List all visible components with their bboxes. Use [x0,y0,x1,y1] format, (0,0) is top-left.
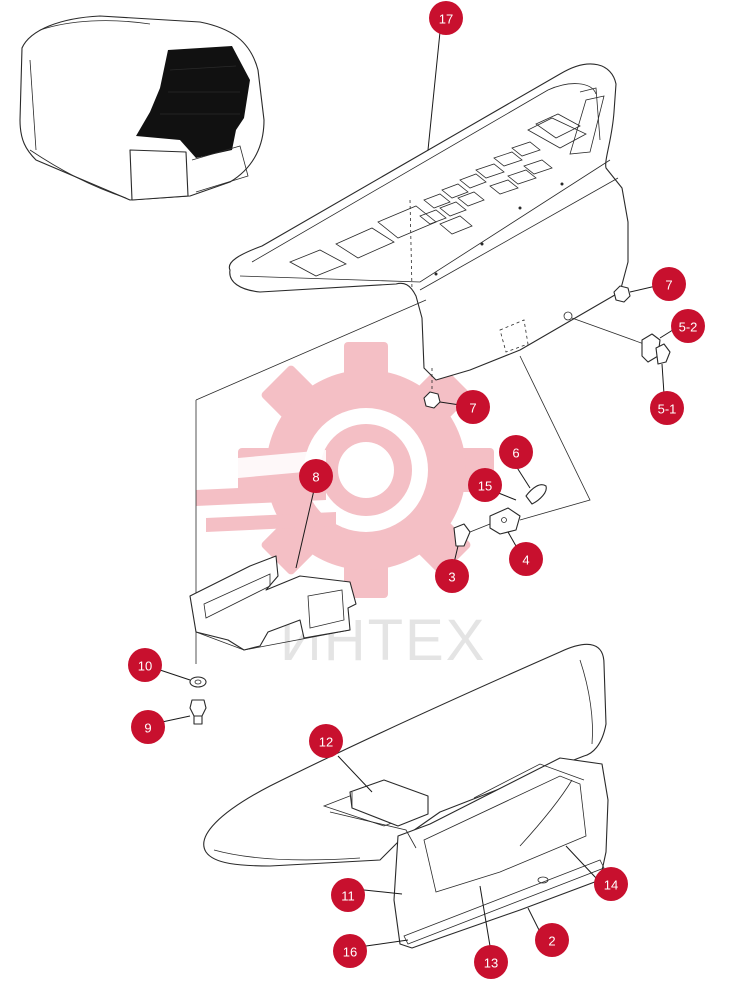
part-17-console-cover [228,63,629,381]
callout-3: 3 [435,559,469,593]
callout-label: 10 [138,659,152,674]
callout-label: 11 [341,889,355,904]
part-7-nut-left [423,368,461,409]
callout-circle [535,923,569,957]
callout-circle [474,945,508,979]
callout-label: 3 [448,570,455,585]
callout-14: 14 [594,867,628,901]
callout-label: 8 [312,470,319,485]
callout-circle [594,867,628,901]
callout-circle [650,391,684,425]
callout-12: 12 [309,724,343,758]
part-6-15-4-3-fasteners [453,355,591,564]
callout-label: 9 [144,721,151,736]
callout-7: 7 [456,390,490,424]
lower-cover-assembly [203,643,609,949]
callout-circle [435,559,469,593]
callout-label: 7 [665,278,672,293]
callout-7: 7 [652,267,686,301]
callout-badges: 17 7 5-2 5-1 7 6 15 8 4 3 10 9 12 14 11 2 16 13 [128,1,705,979]
callout-5-1: 5-1 [650,391,684,425]
callout-6: 6 [499,435,533,469]
leader-17 [427,31,441,151]
callout-label: 13 [484,956,498,971]
part-5-switch-assembly [571,317,677,395]
callout-4: 4 [509,542,543,576]
callout-circle [652,267,686,301]
callout-label: 6 [512,446,519,461]
callout-circle [131,710,165,744]
callout-circle [128,648,162,682]
part-7-nut-right [613,285,657,303]
callout-label: 5-2 [679,320,698,335]
callout-circle [509,542,543,576]
console-slots [289,113,587,277]
callout-2: 2 [535,923,569,957]
callout-label: 14 [604,878,618,893]
callout-9: 9 [131,710,165,744]
callout-label: 5-1 [658,402,677,417]
callout-label: 2 [548,934,555,949]
callout-circle [499,435,533,469]
callout-17: 17 [429,1,463,35]
callout-8: 8 [299,459,333,493]
callout-15: 15 [468,468,502,502]
callout-circle [309,724,343,758]
callout-label: 4 [522,553,529,568]
callout-circle [331,878,365,912]
callout-13: 13 [474,945,508,979]
callout-circle [333,934,367,968]
callout-label: 17 [439,12,453,27]
callout-label: 12 [319,735,333,750]
part-9-10-bolt-washer [159,669,207,725]
callout-label: 16 [343,945,357,960]
callout-circle [671,309,705,343]
thumbnail-overview [19,15,265,201]
callout-label: 7 [469,401,476,416]
callout-circle [429,1,463,35]
callout-circle [299,459,333,493]
callout-11: 11 [331,878,365,912]
part-8-bracket [189,299,427,664]
callout-5-2: 5-2 [671,309,705,343]
callout-circle [468,468,502,502]
callout-label: 15 [478,479,492,494]
callout-circle [456,390,490,424]
callout-10: 10 [128,648,162,682]
callout-16: 16 [333,934,367,968]
